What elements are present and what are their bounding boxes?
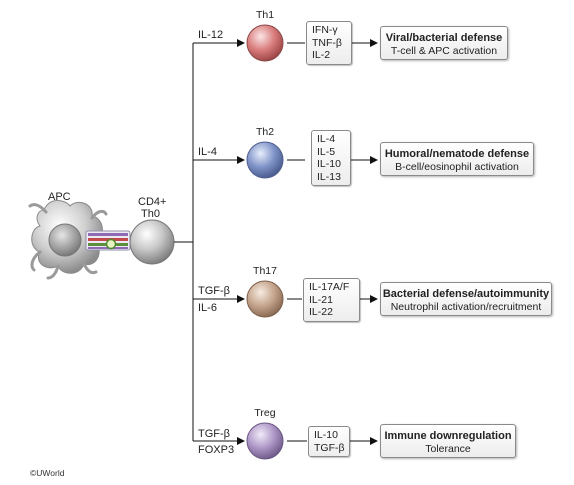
cytokine: TGF-β [314, 441, 345, 454]
outcome-subtitle: T-cell & APC activation [390, 45, 498, 57]
th17-cytokine-box: IL-17A/F IL-21 IL-22 [303, 278, 360, 322]
th1-inducer: IL-12 [198, 29, 224, 41]
th2-outcome-box: Humoral/nematode defense B-cell/eosinoph… [380, 142, 534, 176]
treg-cell [246, 422, 284, 460]
cytokine: IL-17A/F [309, 281, 350, 293]
apc-cell [28, 200, 108, 280]
th17-inducer-2: IL-6 [198, 302, 217, 314]
th2-cell [246, 141, 284, 179]
outcome-subtitle: Neutrophil activation/recruitment [390, 301, 542, 313]
copyright: ©UWorld [30, 468, 65, 478]
cytokine: IL-2 [312, 49, 331, 61]
th0-label-line1: CD4+ [138, 196, 167, 208]
treg-outcome-box: Immune downregulation Tolerance [380, 424, 516, 458]
th2-inducer: IL-4 [198, 146, 217, 158]
immune-synapse [85, 230, 131, 251]
outcome-title: Immune downregulation [384, 430, 512, 442]
outcome-subtitle: Tolerance [425, 443, 471, 455]
th2-label: Th2 [255, 126, 275, 138]
treg-cytokine-box: IL-10 TGF-β [308, 426, 350, 457]
treg-inducer-1: TGF-β [198, 428, 230, 440]
th17-label: Th17 [253, 265, 277, 277]
cytokine: IL-10 [314, 429, 338, 441]
th17-outcome-box: Bacterial defense/autoimmunity Neutrophi… [380, 282, 552, 316]
cytokine: IL-21 [309, 293, 333, 306]
cytokine: IL-13 [317, 170, 341, 183]
th2-cytokine-box: IL-4 IL-5 IL-10 IL-13 [311, 130, 351, 186]
treg-inducer-2: FOXP3 [198, 444, 235, 456]
outcome-title: Humoral/nematode defense [384, 148, 530, 160]
th1-outcome-box: Viral/bacterial defense T-cell & APC act… [380, 26, 508, 60]
cytokine: IL-5 [317, 145, 336, 158]
th1-cytokine-box: IFN-γ TNF-β IL-2 [306, 21, 352, 65]
cytokine: IL-10 [317, 158, 341, 170]
cytokine: IFN-γ [312, 24, 338, 36]
th1-label: Th1 [255, 9, 275, 21]
outcome-title: Bacterial defense/autoimmunity [382, 288, 550, 300]
branch-lines [174, 39, 378, 445]
th0-label-line2: Th0 [141, 208, 160, 220]
th0-cell [129, 219, 175, 265]
outcome-title: Viral/bacterial defense [385, 32, 503, 44]
apc-nucleus [48, 223, 82, 257]
cytokine: IL-4 [317, 133, 336, 145]
apc-label: APC [48, 191, 71, 203]
th17-inducer-1: TGF-β [198, 285, 230, 297]
th1-cell [246, 24, 284, 62]
treg-label: Treg [254, 407, 276, 419]
outcome-subtitle: B-cell/eosinophil activation [395, 161, 519, 173]
th17-cell [246, 280, 284, 318]
cytokine: IL-22 [309, 306, 333, 318]
cytokine: TNF-β [312, 36, 342, 49]
